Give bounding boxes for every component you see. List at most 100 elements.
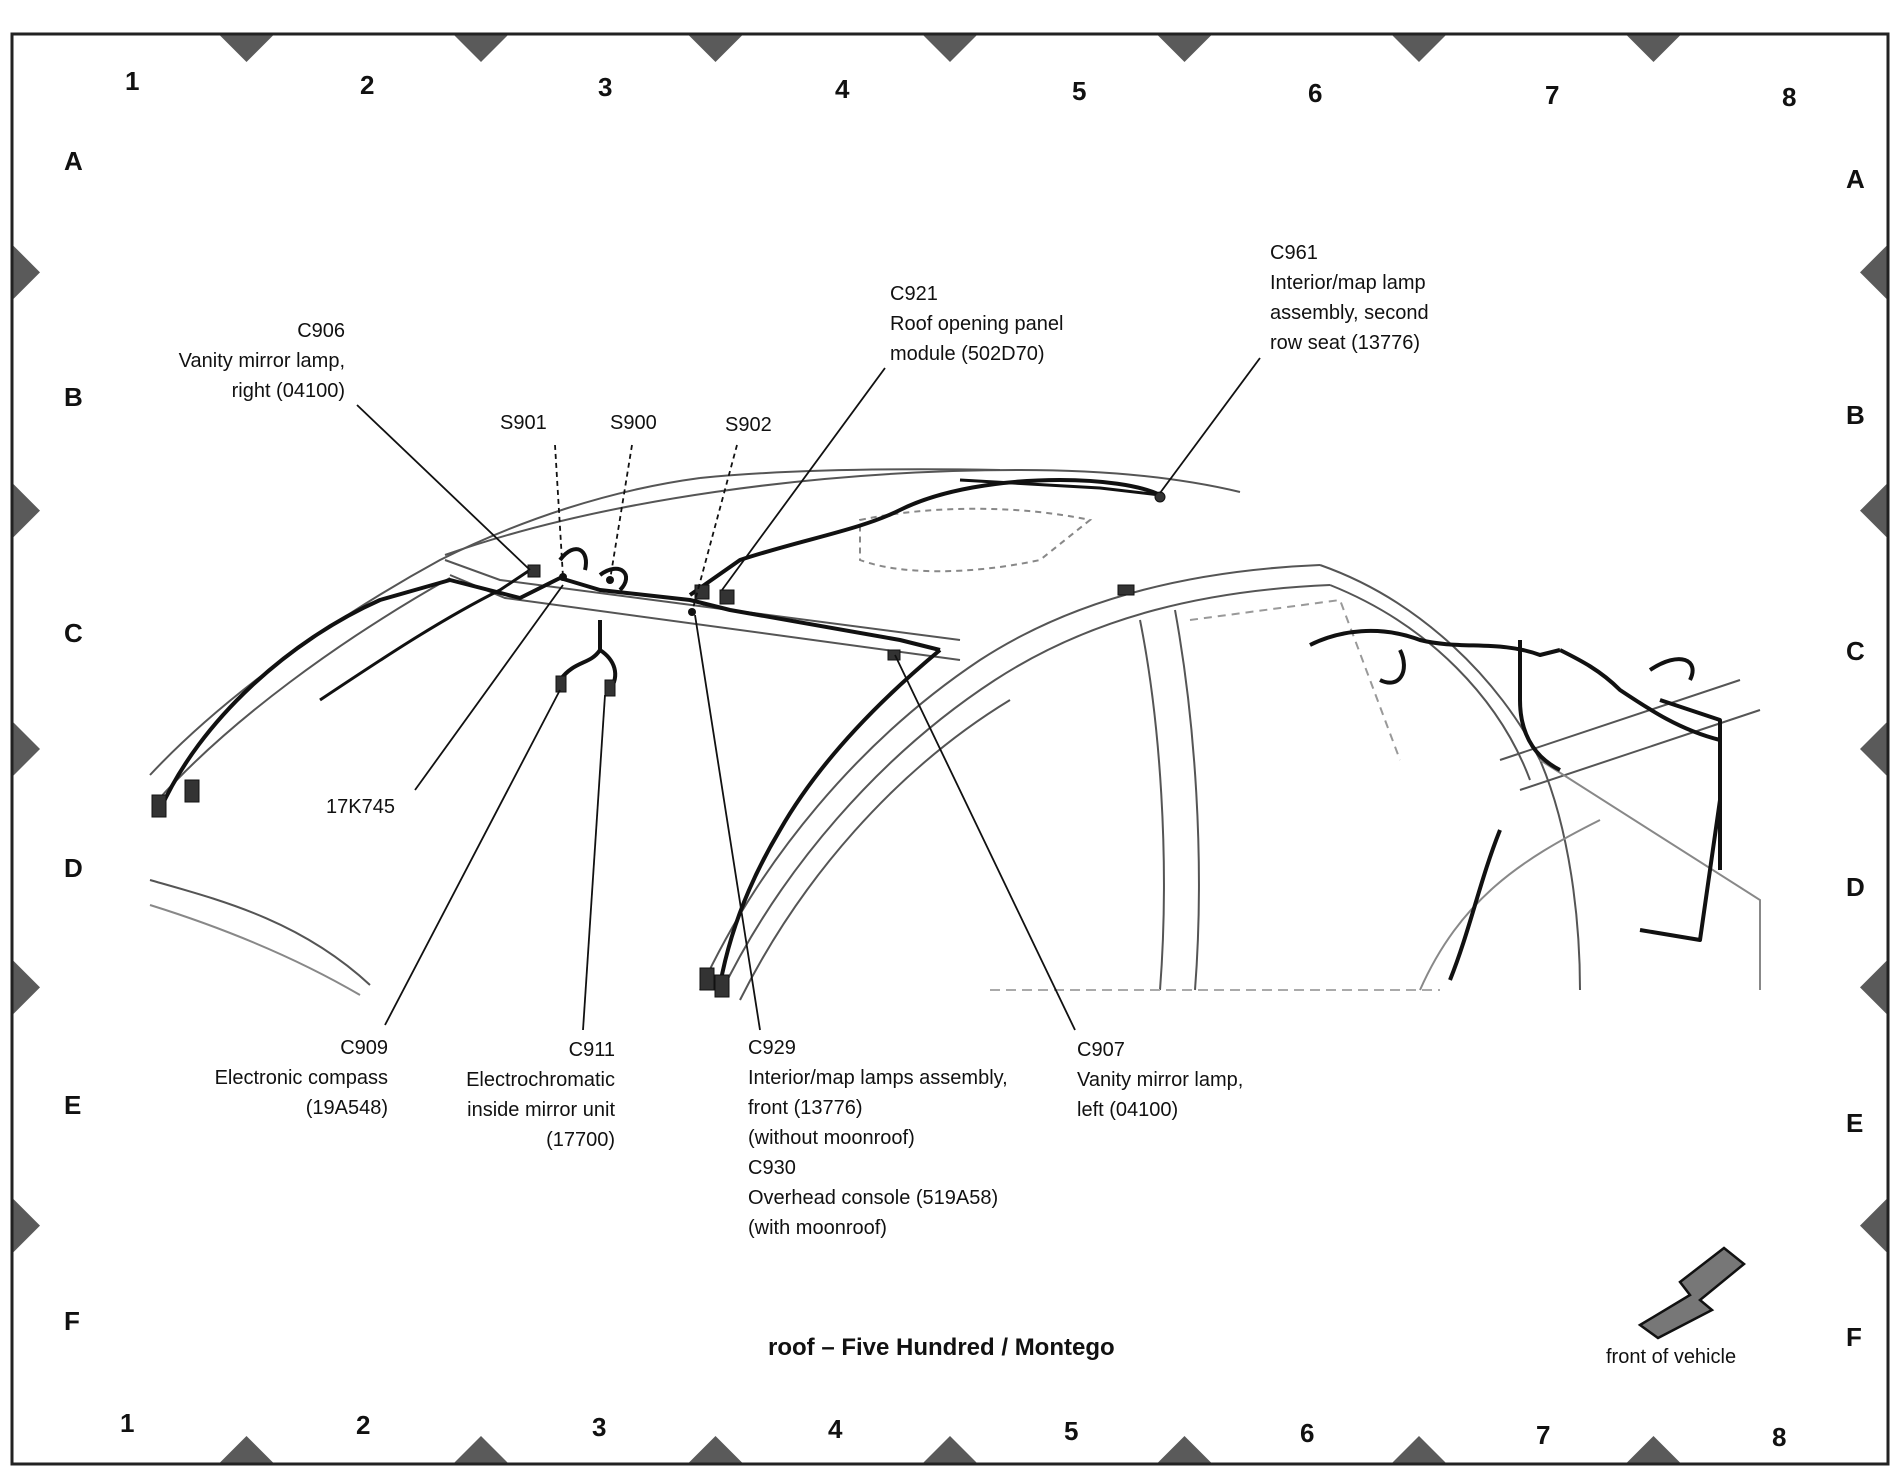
c921-line-1: C921 xyxy=(890,283,938,305)
grid-col-top-2: 2 xyxy=(360,70,375,100)
c961-line-4: row seat (13776) xyxy=(1270,332,1421,354)
zigzag-top-notch xyxy=(1156,34,1213,62)
grid-row-left-E: E xyxy=(64,1090,82,1120)
zigzag-top-notch xyxy=(218,34,275,62)
c929-line-4: (without moonroof) xyxy=(748,1127,915,1149)
c909-line-1: C909 xyxy=(340,1037,388,1059)
zigzag-bottom-notch xyxy=(922,1436,978,1464)
c929-line-2: Interior/map lamps assembly, xyxy=(748,1067,1008,1089)
zigzag-top-notch xyxy=(922,34,978,62)
callout-c961: C961 Interior/map lamp assembly, second … xyxy=(1270,238,1429,358)
grid-row-right-B: B xyxy=(1846,400,1865,430)
zigzag-right-notch xyxy=(1860,721,1888,777)
c911-line-4: (17700) xyxy=(546,1129,615,1151)
front-of-vehicle-arrow xyxy=(1637,1246,1746,1340)
front-of-vehicle-label: front of vehicle xyxy=(1606,1346,1737,1368)
diagram-title: roof – Five Hundred / Montego xyxy=(768,1334,1115,1361)
grid-row-right-E: E xyxy=(1846,1108,1864,1138)
c911-line-3: inside mirror unit xyxy=(467,1099,615,1121)
zigzag-right-notch xyxy=(1860,1197,1888,1254)
zigzag-bottom-notch xyxy=(453,1436,509,1464)
grid-row-left-D: D xyxy=(64,853,83,883)
connector-markers xyxy=(151,491,1166,998)
zigzag-left-notch xyxy=(12,482,40,539)
zigzag-left-notch xyxy=(12,1197,40,1254)
c909-line-3: (19A548) xyxy=(305,1097,388,1119)
leader-lines xyxy=(356,357,1261,1031)
zigzag-bottom-notch xyxy=(687,1436,744,1464)
c907-line-3: left (04100) xyxy=(1077,1099,1179,1121)
callout-c907: C907 Vanity mirror lamp, left (04100) xyxy=(1077,1035,1243,1125)
zigzag-top-notch xyxy=(1391,34,1447,62)
callout-c906: C906 Vanity mirror lamp, right (04100) xyxy=(140,316,345,406)
zigzag-top-notch xyxy=(1625,34,1682,62)
c929-line-1: C929 xyxy=(748,1037,796,1059)
grid-row-right-C: C xyxy=(1846,636,1865,666)
border-zigzag xyxy=(12,34,1888,1464)
grid-col-bottom-5: 5 xyxy=(1064,1416,1079,1446)
c906-line-3: right (04100) xyxy=(231,380,345,402)
c929-line-3: front (13776) xyxy=(748,1097,863,1119)
c961-line-3: assembly, second xyxy=(1270,302,1429,324)
zigzag-top-notch xyxy=(687,34,744,62)
frame-border xyxy=(10,32,1890,1466)
grid-col-top-1: 1 xyxy=(125,66,140,96)
grid-col-top-7: 7 xyxy=(1545,80,1560,110)
c906-line-2: Vanity mirror lamp, xyxy=(178,350,345,372)
grid-col-top-3: 3 xyxy=(598,72,613,102)
grid-row-left-F: F xyxy=(64,1306,80,1336)
c907-line-1: C907 xyxy=(1077,1039,1125,1061)
grid-col-bottom-7: 7 xyxy=(1536,1420,1551,1450)
grid-row-right-F: F xyxy=(1846,1322,1862,1352)
zigzag-bottom-notch xyxy=(1625,1436,1682,1464)
c909-line-2: Electronic compass xyxy=(214,1067,388,1089)
component-17k745-label: 17K745 xyxy=(326,796,395,818)
grid-col-bottom-3: 3 xyxy=(592,1412,607,1442)
zigzag-left-notch xyxy=(12,244,40,301)
grid-row-right-A: A xyxy=(1846,164,1865,194)
c921-line-3: module (502D70) xyxy=(890,343,1045,365)
zigzag-bottom-notch xyxy=(218,1436,275,1464)
wiring-harness xyxy=(158,478,1722,986)
callout-c929-c930: C929 Interior/map lamps assembly, front … xyxy=(748,1033,1008,1243)
zigzag-bottom-notch xyxy=(1391,1436,1447,1464)
splice-s900-label: S900 xyxy=(610,412,657,434)
grid-row-left-C: C xyxy=(64,618,83,648)
grid-col-bottom-1: 1 xyxy=(120,1408,135,1438)
splice-s902-label: S902 xyxy=(725,414,772,436)
grid-row-right-D: D xyxy=(1846,872,1865,902)
callout-c909: C909 Electronic compass (19A548) xyxy=(180,1033,388,1123)
c907-line-2: Vanity mirror lamp, xyxy=(1077,1069,1244,1091)
grid-col-bottom-4: 4 xyxy=(828,1414,843,1444)
c961-line-2: Interior/map lamp xyxy=(1270,272,1426,294)
grid-col-bottom-8: 8 xyxy=(1772,1422,1787,1452)
callout-c911: C911 Electrochromatic inside mirror unit… xyxy=(430,1035,615,1155)
grid-col-bottom-6: 6 xyxy=(1300,1418,1315,1448)
grid-row-left-A: A xyxy=(64,146,83,176)
zigzag-right-notch xyxy=(1860,244,1888,301)
c930-line-1: C930 xyxy=(748,1157,796,1179)
c961-line-1: C961 xyxy=(1270,242,1318,264)
callout-c921: C921 Roof opening panel module (502D70) xyxy=(890,279,1063,369)
c911-line-2: Electrochromatic xyxy=(466,1069,615,1091)
grid-col-top-8: 8 xyxy=(1782,82,1797,112)
vehicle-body-outline xyxy=(149,468,1761,1001)
grid-col-top-4: 4 xyxy=(835,74,850,104)
zigzag-right-notch xyxy=(1860,959,1888,1016)
c930-line-2: Overhead console (519A58) xyxy=(748,1187,999,1209)
c906-line-1: C906 xyxy=(297,320,345,342)
zigzag-left-notch xyxy=(12,959,40,1016)
c930-line-3: (with moonroof) xyxy=(748,1217,887,1239)
zigzag-left-notch xyxy=(12,721,40,777)
grid-col-bottom-2: 2 xyxy=(356,1410,371,1440)
grid-row-left-B: B xyxy=(64,382,83,412)
c911-line-1: C911 xyxy=(568,1039,615,1061)
splice-s901-label: S901 xyxy=(500,412,547,434)
zigzag-right-notch xyxy=(1860,482,1888,539)
grid-col-top-6: 6 xyxy=(1308,78,1323,108)
zigzag-top-notch xyxy=(453,34,509,62)
zigzag-bottom-notch xyxy=(1156,1436,1213,1464)
c921-line-2: Roof opening panel xyxy=(890,313,1064,335)
